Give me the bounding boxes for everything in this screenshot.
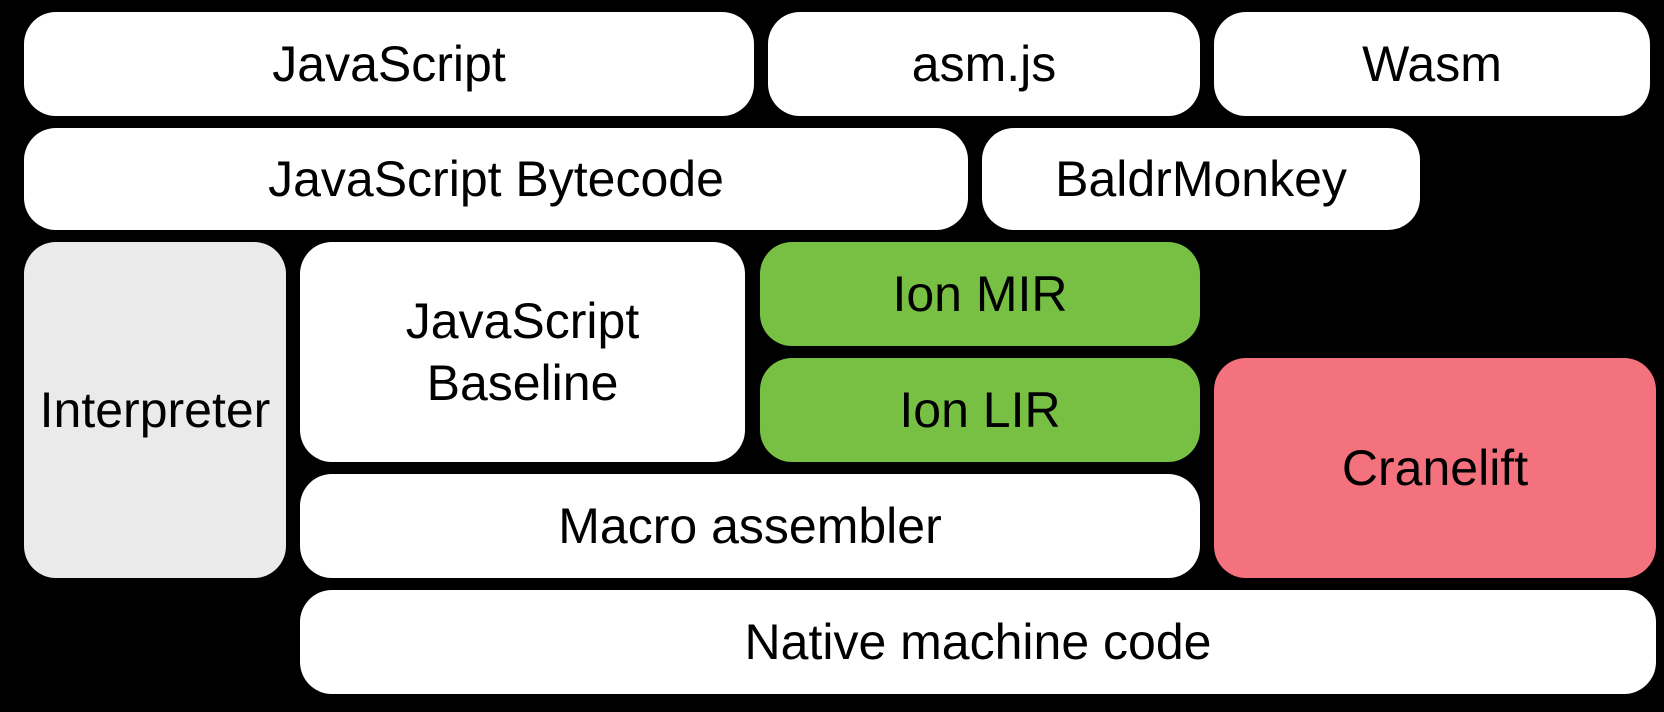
box-cranelift: Cranelift: [1214, 358, 1656, 578]
interpreter-label: Interpreter: [39, 381, 271, 438]
javascript-baseline-label: JavaScript Baseline: [405, 292, 640, 412]
wasm-label: Wasm: [1362, 35, 1502, 92]
box-baldrmonkey: BaldrMonkey: [982, 128, 1420, 230]
asmjs-label: asm.js: [911, 35, 1057, 92]
box-asmjs: asm.js: [768, 12, 1200, 116]
ion-mir-label: Ion MIR: [892, 265, 1068, 322]
box-ion-lir: Ion LIR: [760, 358, 1200, 462]
box-wasm: Wasm: [1214, 12, 1650, 116]
javascript-label: JavaScript: [272, 35, 506, 92]
ion-lir-label: Ion LIR: [899, 381, 1061, 438]
macro-assembler-label: Macro assembler: [558, 497, 942, 554]
box-ion-mir: Ion MIR: [760, 242, 1200, 346]
box-javascript: JavaScript: [24, 12, 754, 116]
box-javascript-bytecode: JavaScript Bytecode: [24, 128, 968, 230]
native-machine-code-label: Native machine code: [744, 613, 1212, 670]
box-interpreter: Interpreter: [24, 242, 286, 578]
box-javascript-baseline: JavaScript Baseline: [300, 242, 745, 462]
baldrmonkey-label: BaldrMonkey: [1055, 150, 1347, 207]
cranelift-label: Cranelift: [1341, 439, 1529, 496]
box-native-machine-code: Native machine code: [300, 590, 1656, 694]
javascript-bytecode-label: JavaScript Bytecode: [268, 150, 724, 207]
box-macro-assembler: Macro assembler: [300, 474, 1200, 578]
